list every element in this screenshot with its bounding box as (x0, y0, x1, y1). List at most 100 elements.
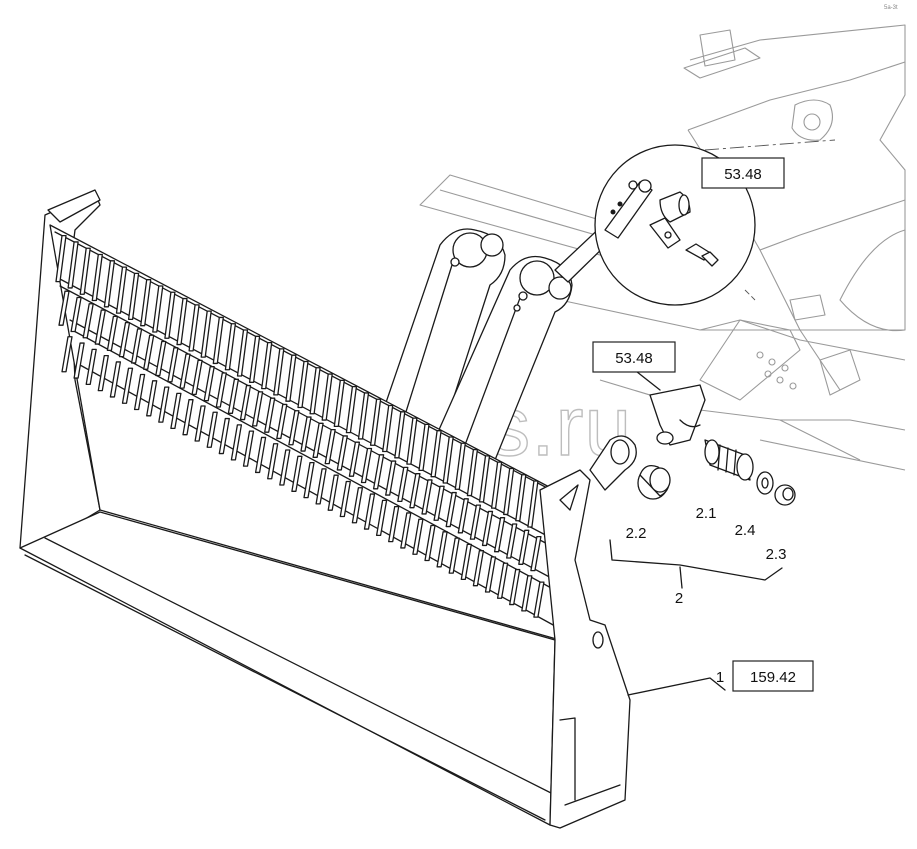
grille-bar (369, 398, 382, 446)
grille-bar (321, 373, 333, 421)
pivot-assembly (589, 384, 796, 506)
grille-bar (167, 347, 179, 383)
grille-bar (91, 253, 103, 302)
grille-bar (288, 410, 300, 446)
grille-bar (242, 430, 255, 467)
grille-bar (103, 260, 116, 308)
grille-bar (230, 424, 243, 461)
grille-bar (448, 537, 460, 574)
grille-bar (118, 322, 131, 358)
grille-bar (515, 474, 527, 522)
grille-bar (309, 367, 321, 415)
part-2-1-label: 2.1 (696, 505, 717, 522)
grille-bar (182, 399, 194, 436)
grille-bar (79, 247, 91, 295)
grille-bar (261, 341, 273, 390)
grille-bars (55, 234, 545, 618)
grille-bar (300, 416, 312, 452)
ref-main-label: 159.42 (750, 669, 796, 686)
grille-bar (215, 372, 227, 408)
ref-top-label: 53.48 (724, 166, 762, 183)
grille-bar (188, 304, 200, 352)
grille-bar (251, 391, 264, 427)
grille-bar (360, 447, 373, 484)
grille-bar (200, 310, 212, 358)
grille-bar (424, 524, 436, 562)
part-2-3-bolt (774, 484, 796, 506)
grille-bar (372, 454, 385, 490)
grille-bar (82, 303, 94, 339)
grille-bar (179, 353, 191, 389)
grille-bar (481, 510, 494, 547)
grille-bar (239, 384, 252, 421)
part-2-2-label: 2.2 (626, 525, 647, 542)
grille-bar (206, 411, 218, 448)
grille-bar (324, 428, 336, 465)
grille-bar (478, 455, 491, 503)
grille-bar (421, 479, 433, 515)
grille-bar (191, 359, 203, 396)
grille-bar (454, 442, 466, 490)
grille-bar (155, 340, 167, 377)
grille-bar (164, 291, 176, 339)
grille-bar (212, 316, 224, 365)
grille-bar (254, 436, 267, 474)
grille-bar (130, 328, 143, 364)
grille-bar (533, 581, 545, 618)
grille-bar (315, 468, 327, 505)
grille-bar (506, 523, 518, 559)
grille-bar (493, 517, 506, 553)
grille-bar (469, 504, 482, 540)
part-1-label: 1 (716, 669, 724, 686)
grille-bar (97, 354, 109, 392)
part-2-4-label: 2.4 (735, 522, 756, 539)
grille-bar (490, 461, 503, 509)
grille-bar (267, 443, 279, 480)
grille-bar (397, 466, 409, 503)
grille-bar (140, 279, 152, 327)
grille-bar (363, 493, 376, 530)
grille-bar (348, 441, 361, 477)
grille-bar (264, 397, 276, 433)
callout-ref-mid: 53.48 (592, 341, 676, 373)
part-2-1-pin (704, 439, 754, 481)
grille-bar (409, 473, 421, 509)
grille-bar (312, 422, 324, 458)
grille-bar (412, 518, 424, 555)
grille-bar (115, 266, 128, 314)
bucket-blade (19, 189, 631, 829)
grille-bar (400, 512, 412, 549)
grille-bar (218, 417, 230, 455)
grille-bar (345, 385, 358, 434)
grille-bar (385, 460, 397, 496)
grille-bar (236, 329, 249, 377)
grille-bar (127, 272, 140, 321)
grille-bar (442, 436, 454, 484)
grille-bar (61, 336, 73, 373)
grille-bar (146, 380, 158, 417)
grille-bar (496, 562, 509, 599)
part-2-3-label: 2.3 (766, 546, 787, 563)
grille-bar (503, 467, 515, 516)
grille-bar (67, 241, 79, 289)
grille-bar (291, 455, 303, 492)
grille-bar (530, 535, 542, 572)
grille-bar (285, 354, 297, 402)
grille-bar (394, 411, 406, 459)
grille-bar (194, 405, 206, 442)
grille-bar (445, 491, 457, 528)
grille-bar (460, 543, 472, 581)
callout-ref-main: 159.42 (732, 660, 814, 692)
lift-arm-right (429, 255, 573, 461)
grille-bar (433, 485, 445, 521)
grille-bar (430, 430, 442, 478)
grille-bar (170, 392, 182, 430)
grille-bar (94, 309, 106, 345)
grille-bar (457, 498, 469, 534)
grille-bar (327, 474, 339, 511)
grille-bar (106, 315, 119, 352)
grille-bar (333, 379, 345, 428)
grille-bar (73, 342, 85, 379)
grille-bar (418, 423, 430, 472)
